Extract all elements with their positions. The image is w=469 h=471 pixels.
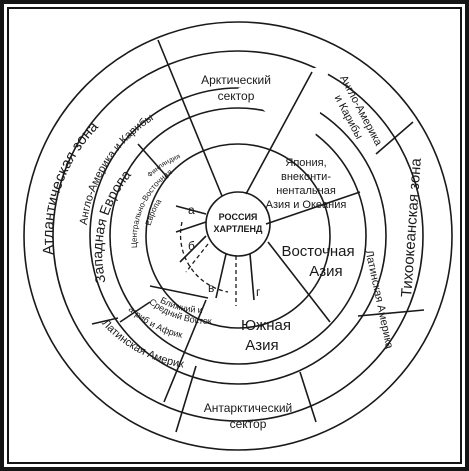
sector-c-line xyxy=(215,253,227,299)
dashed-lines xyxy=(179,221,237,306)
arctic-left-line xyxy=(157,39,223,197)
heartland: РОССИЯ ХАРТЛЕНД xyxy=(214,212,263,234)
arctic-label-line2: сектор xyxy=(218,89,255,103)
dashed-radial-1 xyxy=(185,243,209,273)
outer-ring xyxy=(23,21,453,451)
heartland-ring xyxy=(205,191,271,257)
sector-d-line xyxy=(249,253,255,301)
sector-d-label: г xyxy=(256,285,261,299)
east-asia-lower-line xyxy=(267,241,331,323)
sector-c-label: в xyxy=(208,281,214,295)
sector-b-label: б xyxy=(188,239,195,253)
japan-label-line3: нентальная xyxy=(276,185,336,197)
second-ring xyxy=(52,50,424,422)
antarctic-left-line xyxy=(175,365,197,433)
antarctic-right-line xyxy=(299,371,317,423)
south-asia-label-line1: Южная xyxy=(241,317,291,334)
japan-label-line2: внеконти- xyxy=(281,171,331,183)
heartland-label-line1: РОССИЯ xyxy=(219,212,258,222)
inner-ring xyxy=(145,143,331,329)
arctic-right-line xyxy=(245,71,313,195)
antarctic-label-line1: Антарктический xyxy=(204,401,293,415)
antarctic-sector: Антарктический сектор xyxy=(204,401,293,431)
pacific-lower-line xyxy=(357,309,425,317)
japan-oceania-sector: Япония, внеконти- нентальная Азия и Океа… xyxy=(266,157,347,211)
east-asia-label-line1: Восточная xyxy=(281,243,354,260)
east-asia-upper-line xyxy=(265,191,361,225)
ring-masks xyxy=(238,64,330,152)
japan-label-line4: Азия и Океания xyxy=(266,199,347,211)
concentric-rings xyxy=(23,21,453,451)
antarctic-label-line2: сектор xyxy=(230,417,267,431)
south-asia-sector: Южная Азия xyxy=(241,317,291,354)
japan-label-line1: Япония, xyxy=(285,157,326,169)
middle-east-divider-1 xyxy=(149,285,209,299)
south-asia-label-line2: Азия xyxy=(245,337,278,354)
pacific-upper-line xyxy=(375,121,414,155)
east-asia-sector: Восточная Азия xyxy=(281,243,354,280)
sector-b-line xyxy=(179,235,207,263)
heartland-label-line2: ХАРТЛЕНД xyxy=(214,224,263,234)
maghreb-divider xyxy=(119,301,151,323)
inner-sector-letters: а б в г xyxy=(188,203,261,299)
arctic-sector: Арктический сектор xyxy=(201,73,271,103)
heartland-inner-left xyxy=(175,205,207,215)
west-europe-divider xyxy=(137,143,169,179)
anglo-divider-west xyxy=(91,317,119,325)
sector-a-label: а xyxy=(188,203,195,217)
south-asia-left-line xyxy=(163,299,207,403)
fourth-ring xyxy=(109,107,367,365)
arctic-label-line1: Арктический xyxy=(201,73,271,87)
east-asia-label-line2: Азия xyxy=(309,263,342,280)
